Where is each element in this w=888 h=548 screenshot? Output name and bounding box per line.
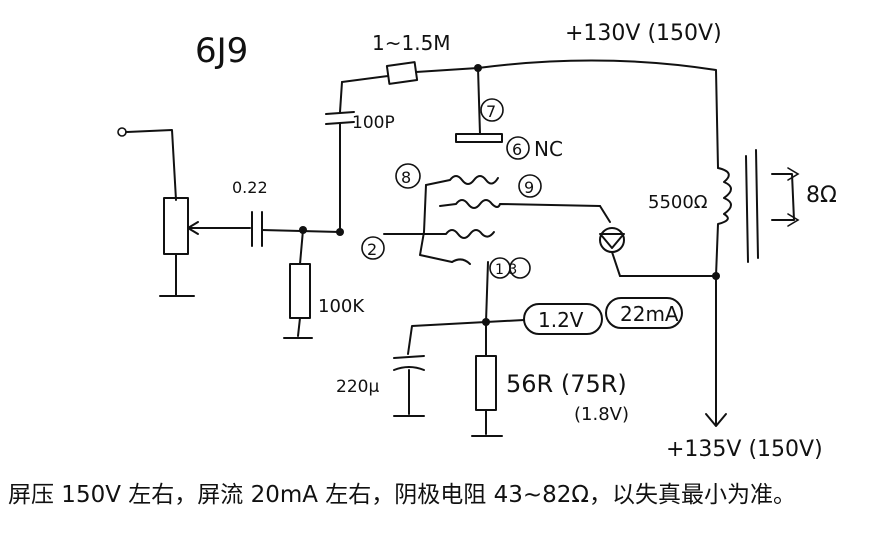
supply-top-label: +130V (150V) <box>565 21 722 46</box>
pin-8: 8 <box>395 163 421 189</box>
plate-resistor-label: 1~1.5M <box>372 31 451 55</box>
grid-resistor-label: 100K <box>318 296 365 317</box>
cathode-voltage-note: (1.8V) <box>574 404 629 425</box>
footer-note: 屏压 150V 左右，屏流 20mA 左右，阴极电阻 43~82Ω，以失真最小为… <box>8 482 796 508</box>
pin-2: 2 <box>361 236 385 260</box>
feedback-network: 100P 1~1.5M <box>325 31 479 236</box>
svg-text:8: 8 <box>401 168 411 187</box>
tube-grids <box>383 175 601 265</box>
supply-bottom-label: +135V (150V) <box>666 437 823 462</box>
output-transformer: 5500Ω 8Ω <box>648 149 837 277</box>
cathode-current-badge <box>605 297 683 329</box>
grid-resistor: 100K <box>283 226 365 339</box>
svg-text:6: 6 <box>512 140 522 159</box>
speaker-label: 8Ω <box>806 183 837 208</box>
svg-text:9: 9 <box>524 178 534 197</box>
svg-text:1 3: 1 3 <box>495 262 517 278</box>
pin-7: 7 <box>480 98 504 122</box>
right-rail: +135V (150V) <box>666 272 823 462</box>
diagram-title: 6J9 <box>195 31 248 71</box>
cathode-resistor-label: 56R (75R) <box>506 370 627 398</box>
pin-13: 1 3 <box>489 257 531 279</box>
pin-6: 6 NC <box>506 136 563 161</box>
feedback-capacitor-label: 100P <box>352 113 395 133</box>
plate-element <box>599 205 717 277</box>
svg-text:7: 7 <box>486 102 496 121</box>
cathode-network: 220μ 56R (75R) (1.8V) 1.2V 22mA <box>336 261 683 437</box>
pin-9: 9 <box>518 174 542 198</box>
input-potentiometer <box>117 127 251 297</box>
svg-text:22mA: 22mA <box>620 302 679 326</box>
cathode-capacitor-label: 220μ <box>336 377 379 397</box>
svg-text:2: 2 <box>367 240 377 259</box>
coupling-capacitor-label: 0.22 <box>232 178 268 197</box>
cathode-voltage-badge <box>523 303 603 335</box>
transformer-label: 5500Ω <box>648 192 708 213</box>
coupling-capacitor: 0.22 <box>232 178 341 247</box>
pin-6-nc-label: NC <box>534 137 563 161</box>
svg-text:1.2V: 1.2V <box>538 308 584 332</box>
top-rail <box>455 59 719 169</box>
